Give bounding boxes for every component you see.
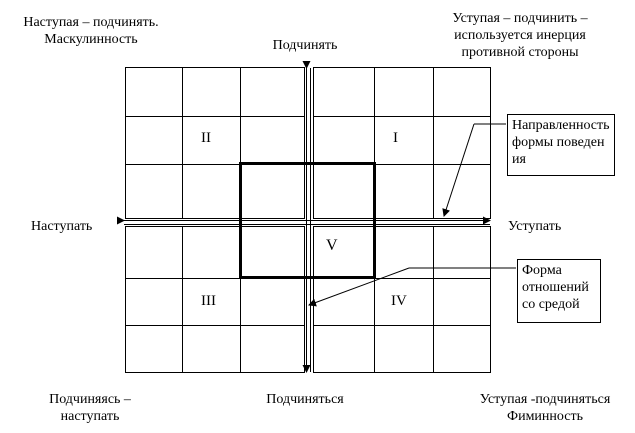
corner-label-top-left-line1: Наступая – подчинять. <box>23 15 159 30</box>
axis-label-left: Наступать <box>31 219 93 234</box>
direction-arrow <box>442 123 475 217</box>
axis-label-right: Уступать <box>508 219 562 234</box>
axis-label-top: Подчинять <box>272 38 338 53</box>
corner-label-bottom-right: Уступая -подчиняться Фиминность <box>455 391 635 425</box>
corner-label-bottom-right-line2: Фиминность <box>507 409 583 424</box>
center-square <box>239 162 376 279</box>
relation-arrow <box>308 267 410 307</box>
callout-direction: Направленность формы поведения <box>507 114 615 176</box>
corner-label-top-left: Наступая – подчинять. Маскулинность <box>6 14 176 48</box>
corner-label-bottom-right-line1: Уступая -подчиняться <box>479 392 611 407</box>
axis-label-bottom: Подчиняться <box>266 392 344 407</box>
corner-label-top-right-line1: Уступая – подчинить – <box>452 11 588 26</box>
corner-label-bottom-left-line2: наступать <box>60 409 120 424</box>
quadrant-label-iv: IV <box>391 293 407 309</box>
corner-label-bottom-left-line1: Подчиняясь – <box>49 392 131 407</box>
vertical-axis <box>302 61 311 373</box>
grid-block-top-left <box>125 67 305 219</box>
grid-block-top-right <box>313 67 491 219</box>
callout-direction-text: Направленность формы поведения <box>512 118 610 167</box>
corner-label-top-right-line3: противной стороны <box>461 45 579 60</box>
callout-relation: Форма отношений со средой <box>517 259 601 323</box>
corner-label-top-right: Уступая – подчинить – используется инерц… <box>420 10 620 61</box>
quadrant-label-iii: III <box>201 293 216 309</box>
quadrant-label-v: V <box>326 237 338 254</box>
corner-label-top-left-line2: Маскулинность <box>44 32 138 47</box>
quadrant-label-ii: II <box>201 130 211 146</box>
quadrant-label-i: I <box>393 130 398 146</box>
corner-label-bottom-left: Подчиняясь – наступать <box>20 391 160 425</box>
corner-label-top-right-line2: используется инерция <box>454 28 586 43</box>
callout-relation-text: Форма отношений со средой <box>522 263 589 312</box>
